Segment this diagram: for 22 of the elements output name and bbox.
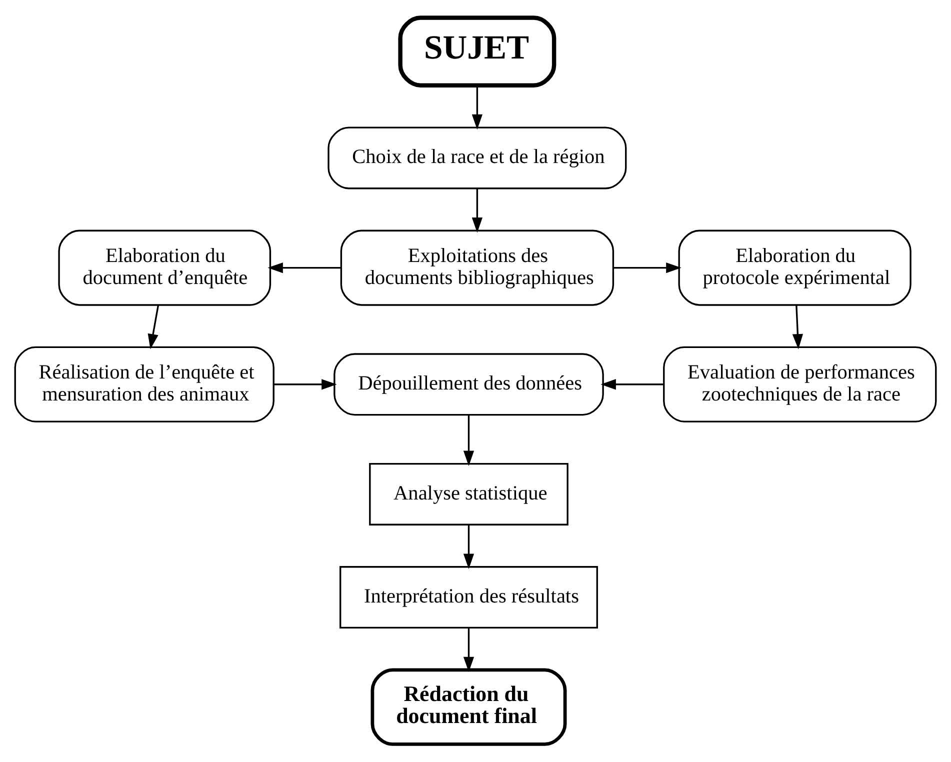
arrow [792,305,804,350]
node-box: Analyse statistique [369,462,568,526]
arrow [463,524,474,570]
arrow [268,262,341,274]
arrow [274,379,337,390]
arrow [472,188,483,233]
node-box: Elaboration du document d’enquête [58,230,272,306]
arrow [600,379,664,390]
arrow [614,262,682,274]
node-box: Evaluation de performances zootechniques de la race [663,346,937,422]
arrow [472,86,483,130]
node-box: Interprétation des résultats [340,566,598,628]
node-box: Réalisation de l’enquête et mensuration des animaux [14,346,274,422]
node-box: Exploitations des documents bibliographiques [340,230,614,306]
node-box: Rédaction du document final [370,668,567,746]
arrow [463,415,474,466]
node-box: Dépouillement des données [334,353,604,416]
node-box: Elaboration du protocole expérimental [678,230,912,306]
node-box: Choix de la race et de la région [328,126,627,190]
arrow [148,305,160,350]
node-box: SUJET [398,16,556,88]
arrow [463,628,474,672]
